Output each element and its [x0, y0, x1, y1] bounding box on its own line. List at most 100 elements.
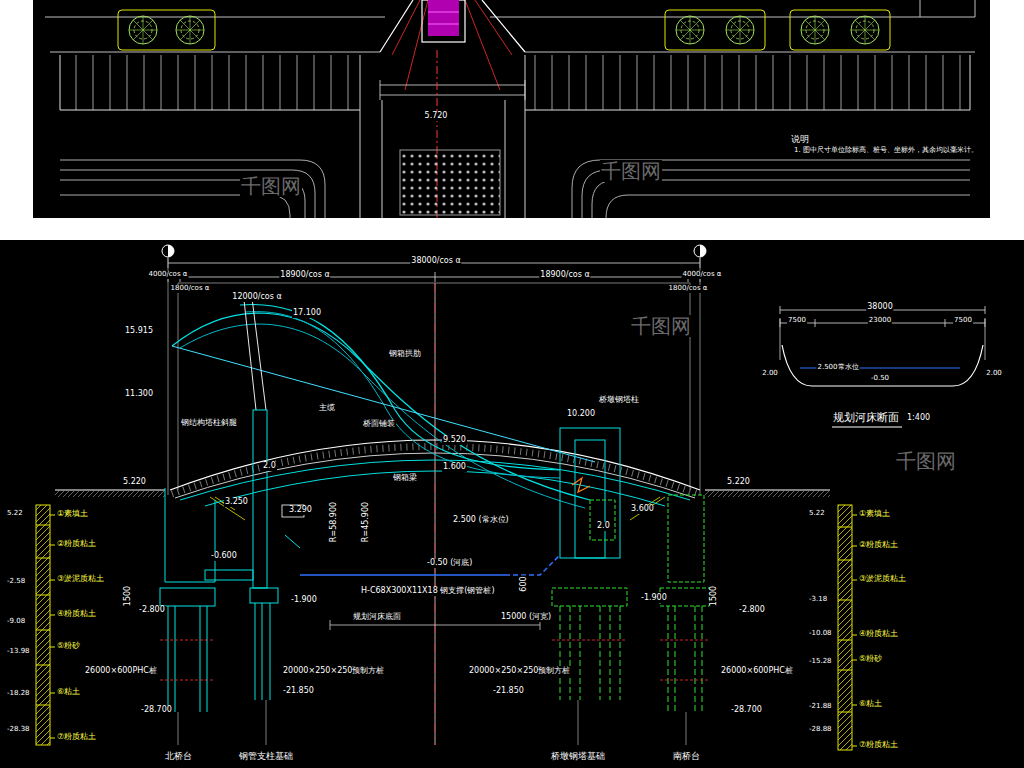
elevation: -0.50 (河底): [426, 559, 473, 568]
section-view: [0, 240, 1024, 768]
section-view-part: [50, 515, 55, 738]
dimension: 2.0: [262, 462, 277, 471]
part-name: 桥面铺装: [362, 420, 396, 429]
section-view-part: [300, 574, 505, 576]
section-view-part: [172, 313, 590, 500]
dimension: 38000: [866, 303, 893, 312]
plan-view-part: [428, 0, 459, 36]
section-view-part: [255, 603, 270, 700]
elevation: -21.850: [492, 687, 525, 696]
pile-spec: 20000×250×250预制方桩: [468, 667, 571, 676]
elevation: 5.220: [122, 478, 147, 487]
section-view-part: [838, 505, 852, 750]
section-view-part: [180, 460, 690, 500]
elevation: 2.00: [761, 370, 779, 378]
plan-view-part: [428, 12, 459, 24]
plan-view-part: [851, 16, 879, 44]
soil-layer: ④粉质粘土: [56, 610, 97, 619]
section-view-part: [0, 240, 1024, 768]
plan-view-part: [726, 16, 754, 44]
plan-view-part: [528, 55, 970, 110]
pile-spec: 26000×600PHC桩: [84, 667, 158, 676]
section-view-part: [780, 318, 985, 360]
soil-layer: ②粉质粘土: [858, 541, 899, 550]
section-view-part: [250, 588, 278, 603]
soil-layer: ③淤泥质粘土: [56, 575, 105, 584]
elevation: 5.22: [6, 510, 24, 518]
elevation: -2.800: [138, 606, 166, 615]
dimension: 规划河床底面: [352, 613, 402, 622]
soil-layer: ③淤泥质粘土: [858, 575, 907, 584]
section-view-part: [178, 283, 690, 490]
elevation: -28.700: [730, 706, 763, 715]
foundation-name: 南桥台: [672, 752, 701, 762]
elevation: -28.38: [6, 726, 31, 734]
dimension: 7500: [787, 317, 807, 325]
elevation: 9.520: [442, 436, 467, 445]
elevation: -1.900: [290, 596, 318, 605]
watermark: 千图网: [895, 450, 957, 472]
soil-layer: ⑤粉砂: [858, 655, 883, 664]
dimension: 23000: [868, 317, 892, 325]
section-view-part: [838, 527, 852, 712]
section-view-part: [246, 312, 560, 478]
note-text: 1. 图中尺寸单位除标高、桩号、坐标外，其余均以毫米计。: [793, 147, 980, 155]
elevation: -28.88: [808, 726, 833, 734]
elevation: -1.900: [640, 594, 668, 603]
section-view-part: [155, 258, 712, 282]
dimension: 15000 (河宽): [500, 613, 552, 622]
section-view-part: [694, 245, 706, 257]
dimension: 1800/cos α: [668, 285, 709, 293]
elevation: -18.28: [6, 690, 31, 698]
section-view-part: [205, 570, 253, 580]
section-view-part: [168, 245, 174, 257]
elevation: 3.600: [630, 505, 655, 514]
soil-layer: ⑦粉质粘土: [858, 741, 899, 750]
plan-view-part: [380, 0, 525, 52]
elevation: -15.28: [808, 658, 833, 666]
plan-view-part: [33, 0, 990, 218]
section-view-part: [253, 410, 267, 588]
plan-view-part: [790, 10, 890, 50]
plan-view-part: [60, 55, 970, 110]
section-view-part: [285, 535, 300, 548]
elevation: 3.250: [224, 498, 249, 507]
part-name: 钢箱梁: [392, 474, 418, 483]
dimension: 7500: [953, 317, 973, 325]
foundation-name: 钢管支柱基础: [238, 752, 294, 762]
foundation-name: 桥墩钢塔基础: [550, 752, 606, 762]
section-view-part: [782, 345, 983, 386]
section-view-part: [705, 491, 830, 497]
dimension: 600: [520, 575, 529, 592]
elevation: -3.18: [808, 596, 828, 604]
section-view-part: [244, 298, 266, 410]
elevation: -0.600: [210, 552, 238, 561]
section-view-part: [700, 245, 706, 257]
part-name: 钢箱拱肋: [388, 350, 422, 359]
section-view-part: [168, 606, 207, 712]
part-name: 主缆: [318, 404, 336, 413]
dimension: 4000/cos α: [148, 271, 189, 279]
elevation: 11.300: [124, 390, 154, 399]
note-heading: 说明: [790, 135, 810, 145]
radius: R=58.900: [330, 501, 339, 543]
plan-view-part: [176, 16, 204, 44]
foundation-name: 北桥台: [164, 752, 193, 762]
plan-view: [33, 0, 990, 218]
section-view-part: [505, 555, 560, 575]
dimension: 12000/cos α: [231, 293, 282, 302]
watermark: 千图网: [630, 315, 692, 337]
elevation: 1.600: [442, 463, 467, 472]
section-view-part: [205, 471, 665, 506]
plan-view-part: [665, 10, 765, 50]
section-view-part: [165, 488, 215, 582]
section-view-part: [668, 495, 704, 582]
plan-view-part: [400, 150, 500, 215]
soil-layer: ①素填土: [56, 510, 89, 519]
soil-layer: ⑤粉砂: [56, 642, 81, 651]
soil-layer: ⑥粘土: [858, 700, 883, 709]
section-view-part: [832, 427, 902, 428]
pile-spec: 26000×600PHC桩: [720, 667, 794, 676]
scale: 1:400: [906, 414, 931, 423]
